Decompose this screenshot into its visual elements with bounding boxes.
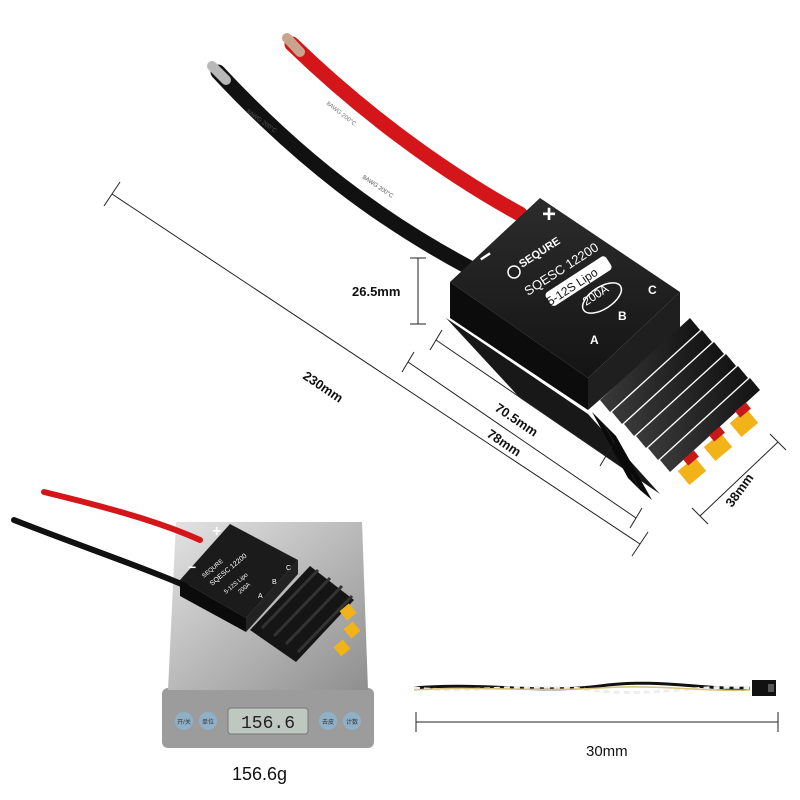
small-plus-sign: + [212, 523, 221, 540]
scale-display [227, 707, 309, 735]
scale-button-label: 计数 [346, 718, 358, 726]
small-phase-a: A [258, 593, 263, 600]
small-phase-c: C [286, 565, 291, 572]
dim-26-5-label: 26.5mm [352, 284, 400, 299]
plus-sign: + [542, 201, 556, 228]
scale-button [343, 712, 361, 730]
scale-button [319, 712, 337, 730]
scale-button [199, 712, 217, 730]
esc-base [446, 318, 660, 494]
current-badge [581, 282, 623, 314]
scale-photo: 156.6 开/关 单位 去皮 计数 + − SEQURE SQESC 12 [11, 489, 374, 748]
small-esc: + − SEQURE SQESC 12200 5-12S Lipo 200A A… [11, 489, 361, 662]
small-minus-sign: − [188, 559, 196, 575]
heatsink [592, 318, 760, 500]
scale-reading: 156.6 [241, 714, 295, 734]
dimension-lines [103, 181, 787, 732]
scale-button-label: 去皮 [322, 718, 334, 726]
black-power-wire [210, 64, 478, 276]
black-wire-tip [207, 61, 231, 85]
scale-button-label: 开/关 [177, 718, 191, 726]
scale-button [175, 712, 193, 730]
esc-side-face [450, 282, 588, 410]
phase-c-label: C [648, 283, 657, 297]
signal-wire-length-label: 30mm [586, 743, 628, 760]
brand-logo [507, 265, 521, 279]
voltage-label-bg [545, 256, 612, 306]
main-esc: 8AWG 200°C 8AWG 200°C 8AWG 200°C [207, 33, 760, 500]
small-phase-b: B [272, 579, 277, 586]
esc-front-face [588, 292, 680, 410]
signal-wire [413, 680, 776, 696]
dim-230-label: 230mm [300, 368, 346, 405]
scale-button-label: 单位 [202, 718, 214, 726]
phase-connectors [677, 402, 759, 485]
phase-b-label: B [618, 309, 627, 323]
red-wire-tip [282, 33, 305, 57]
red-power-wire [284, 36, 528, 222]
weight-caption: 156.6g [232, 764, 287, 784]
phase-a-label: A [590, 333, 599, 347]
